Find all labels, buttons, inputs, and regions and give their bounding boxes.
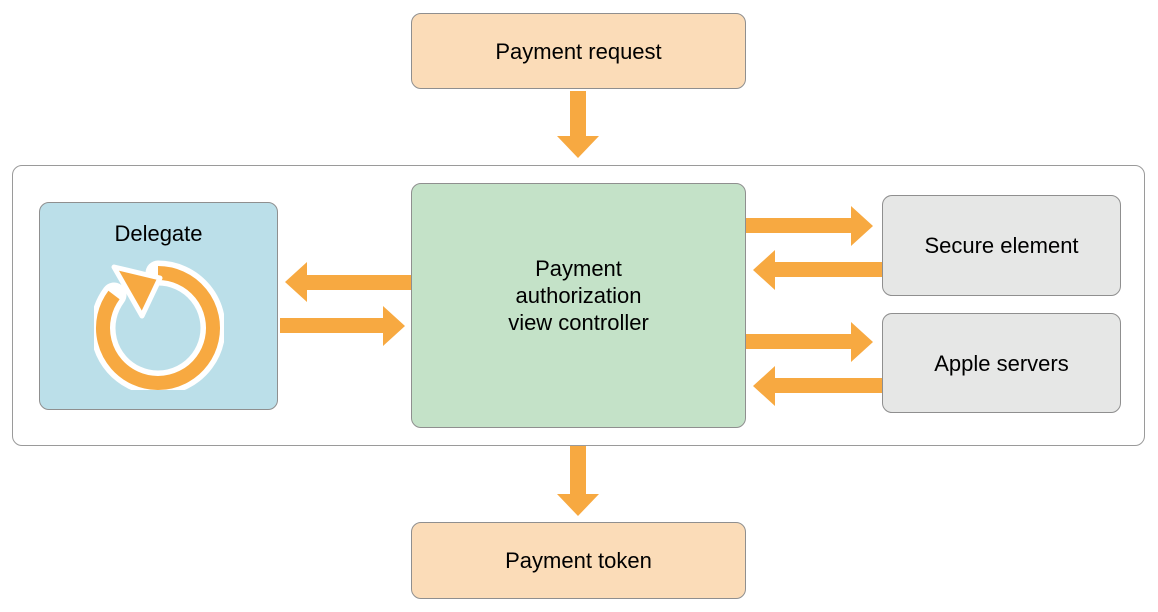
arrow-controller-to-apple-servers bbox=[746, 322, 873, 362]
secure-element-label: Secure element bbox=[924, 233, 1079, 258]
arrow-controller-to-delegate bbox=[285, 262, 411, 302]
apple-servers-box: Apple servers bbox=[882, 313, 1121, 413]
arrow-controller-to-secure-element bbox=[746, 206, 873, 246]
payment-request-box: Payment request bbox=[411, 13, 746, 89]
arrow-apple-servers-to-controller bbox=[753, 366, 882, 406]
delegate-label: Delegate bbox=[114, 221, 203, 246]
arrow-delegate-to-controller bbox=[280, 306, 405, 346]
arrow-secure-element-to-controller bbox=[753, 250, 882, 290]
payment-authorization-view-controller-box: Payment authorization view controller bbox=[411, 183, 746, 428]
refresh-cycle-icon bbox=[94, 260, 224, 390]
apple-servers-label: Apple servers bbox=[934, 350, 1069, 376]
secure-element-box: Secure element bbox=[882, 195, 1121, 296]
controller-label: Payment authorization view controller bbox=[508, 256, 649, 335]
payment-request-label: Payment request bbox=[495, 38, 662, 64]
arrow-controller-to-token bbox=[557, 446, 599, 516]
payment-token-label: Payment token bbox=[505, 548, 652, 573]
arrow-request-to-controller bbox=[557, 91, 599, 158]
payment-token-box: Payment token bbox=[411, 522, 746, 599]
